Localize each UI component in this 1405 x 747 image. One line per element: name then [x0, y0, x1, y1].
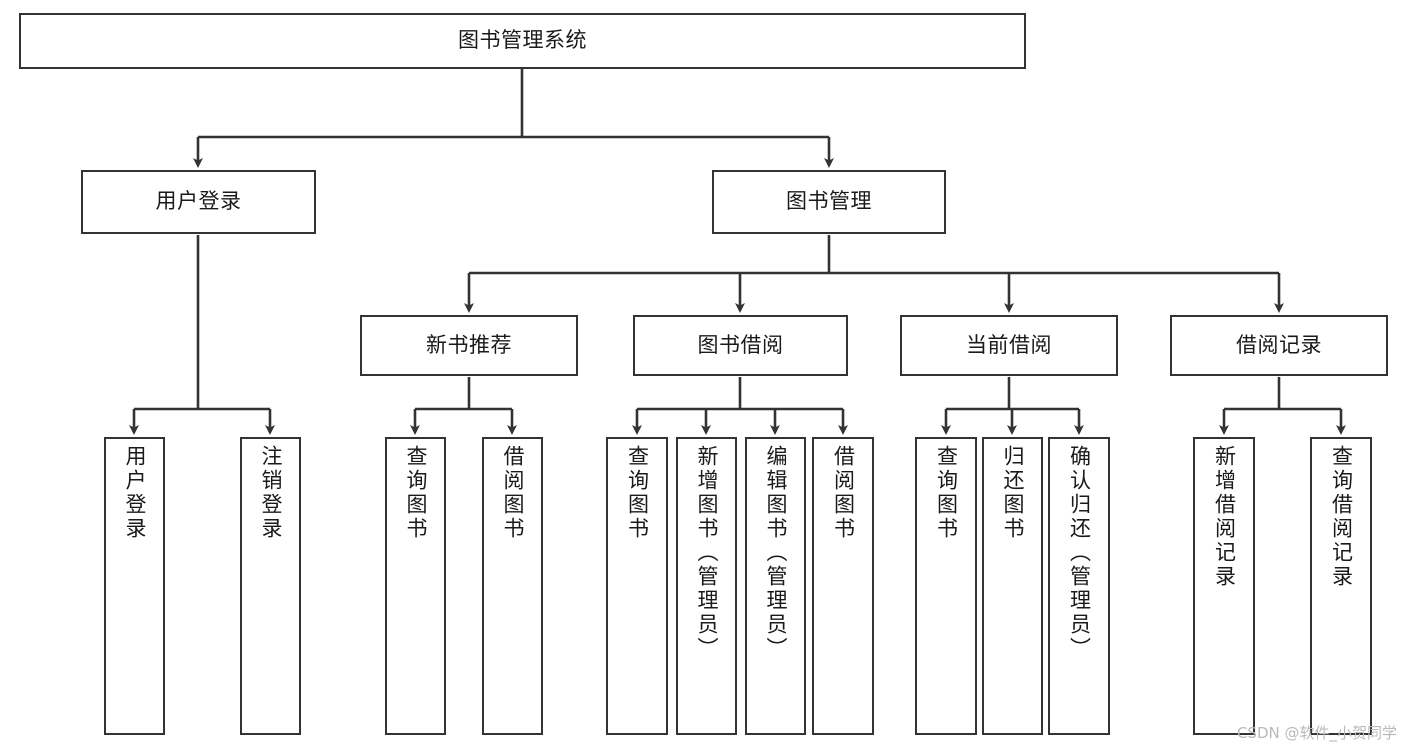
edges-userlogin-to-leaves: [129, 235, 275, 435]
node-label: 查询图书: [404, 445, 428, 541]
leaf-record-query-record[interactable]: 查询借阅记录: [1310, 437, 1372, 735]
leaf-borrow-borrow-book[interactable]: 借阅图书: [812, 437, 874, 735]
node-label: 编辑图书（管理员）: [764, 445, 788, 661]
node-label: 图书借阅: [697, 332, 784, 357]
node-label: 借阅图书: [831, 445, 856, 541]
edges-root-to-level2: [193, 69, 834, 168]
leaf-newbook-query-book[interactable]: 查询图书: [385, 437, 446, 735]
leaf-borrow-query-book[interactable]: 查询图书: [606, 437, 668, 735]
leaf-user-login[interactable]: 用户登录: [104, 437, 165, 735]
leaf-current-return-book[interactable]: 归还图书: [982, 437, 1043, 735]
leaf-current-query-book[interactable]: 查询图书: [915, 437, 977, 735]
edges-borrowrecord-to-leaves: [1219, 377, 1346, 435]
leaf-record-add-record[interactable]: 新增借阅记录: [1193, 437, 1255, 735]
node-label: 查询图书: [625, 445, 650, 541]
edges-bookborrow-to-leaves: [632, 377, 848, 435]
leaf-user-logout[interactable]: 注销登录: [240, 437, 301, 735]
watermark: CSDN @软件_小贺同学: [1236, 724, 1397, 742]
leaf-borrow-edit-book-admin[interactable]: 编辑图书（管理员）: [745, 437, 806, 735]
node-label: 图书管理系统: [458, 28, 587, 53]
node-current-borrow[interactable]: 当前借阅: [900, 315, 1118, 376]
leaf-current-confirm-return-admin[interactable]: 确认归还（管理员）: [1048, 437, 1110, 735]
edges-bookmgmt-to-level3: [464, 235, 1284, 313]
edges-currentborrow-to-leaves: [941, 377, 1084, 435]
edges-newbook-to-leaves: [410, 377, 517, 435]
node-label: 归还图书: [1001, 445, 1025, 541]
node-book-management[interactable]: 图书管理: [712, 170, 946, 234]
node-borrow-record[interactable]: 借阅记录: [1170, 315, 1388, 376]
node-user-login[interactable]: 用户登录: [81, 170, 316, 234]
node-label: 用户登录: [155, 189, 242, 214]
node-label: 借阅图书: [501, 445, 525, 541]
leaf-borrow-add-book-admin[interactable]: 新增图书（管理员）: [676, 437, 737, 735]
node-root-system[interactable]: 图书管理系统: [19, 13, 1026, 69]
node-label: 用户登录: [123, 445, 147, 541]
node-new-book-recommend[interactable]: 新书推荐: [360, 315, 578, 376]
node-label: 查询图书: [934, 445, 959, 541]
leaf-newbook-borrow-book[interactable]: 借阅图书: [482, 437, 543, 735]
node-label: 借阅记录: [1236, 332, 1322, 357]
node-label: 查询借阅记录: [1329, 445, 1354, 589]
node-label: 确认归还（管理员）: [1067, 445, 1092, 661]
node-book-borrow[interactable]: 图书借阅: [633, 315, 848, 376]
node-label: 注销登录: [259, 445, 283, 541]
node-label: 图书管理: [786, 189, 872, 214]
node-label: 当前借阅: [966, 332, 1052, 357]
node-label: 新书推荐: [426, 332, 512, 357]
node-label: 新增借阅记录: [1212, 445, 1237, 589]
node-label: 新增图书（管理员）: [695, 445, 719, 661]
